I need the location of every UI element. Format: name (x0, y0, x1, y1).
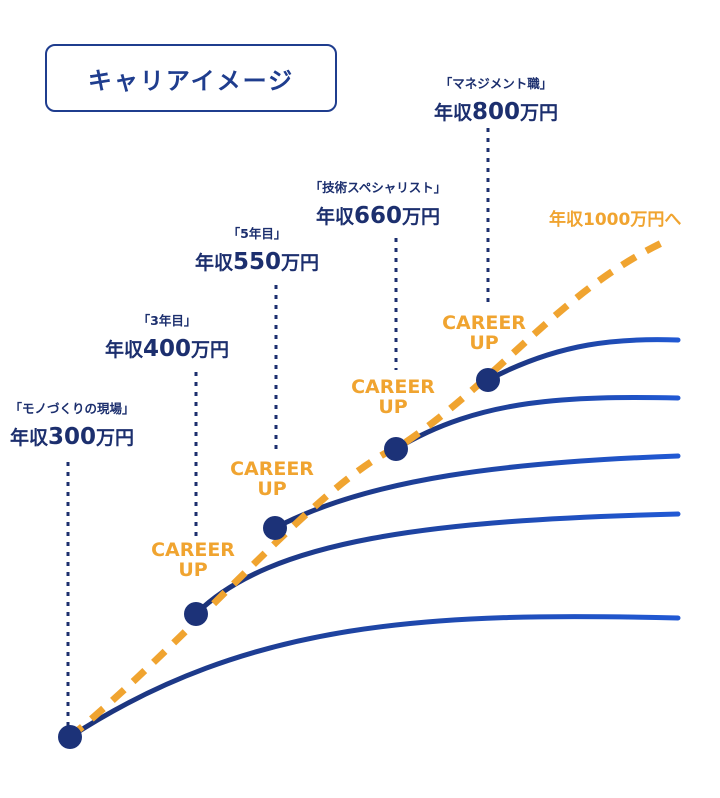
career-curve-1 (67, 614, 681, 740)
stage-node-2 (184, 602, 208, 626)
stage-salary: 年収800万円 (433, 99, 559, 125)
page-title: キャリアイメージ (45, 44, 337, 112)
stage-salary: 年収660万円 (315, 203, 441, 229)
stage-salary: 年収550万円 (194, 249, 320, 275)
career-curve-3 (272, 453, 681, 531)
stage-label-2: 「3年目」 年収400万円 (105, 310, 229, 362)
stage-label-1: 「モノづくりの現場」 年収300万円 (9, 398, 134, 450)
stage-salary: 年収300万円 (9, 424, 135, 450)
career-curve-2 (193, 511, 681, 617)
stage-label-4: 「技術スペシャリスト」 年収660万円 (310, 177, 447, 229)
stage-node-4 (384, 437, 408, 461)
stage-node-3 (263, 516, 287, 540)
stage-salary: 年収400万円 (104, 336, 230, 362)
goal-label: 年収1000万円へ (549, 210, 682, 230)
career-curve-5 (485, 337, 681, 383)
stage-node-1 (58, 725, 82, 749)
stage-caption: 「技術スペシャリスト」 (309, 180, 447, 195)
stage-caption: 「マネジメント職」 (439, 76, 553, 91)
stage-caption: 「5年目」 (227, 226, 287, 241)
career-curve-4 (393, 395, 681, 452)
stage-node-5 (476, 368, 500, 392)
stage-label-5: 「マネジメント職」 年収800万円 (434, 73, 558, 125)
stage-caption: 「モノづくりの現場」 (9, 401, 135, 416)
stage-caption: 「3年目」 (137, 313, 197, 328)
stage-label-3: 「5年目」 年収550万円 (195, 223, 319, 275)
